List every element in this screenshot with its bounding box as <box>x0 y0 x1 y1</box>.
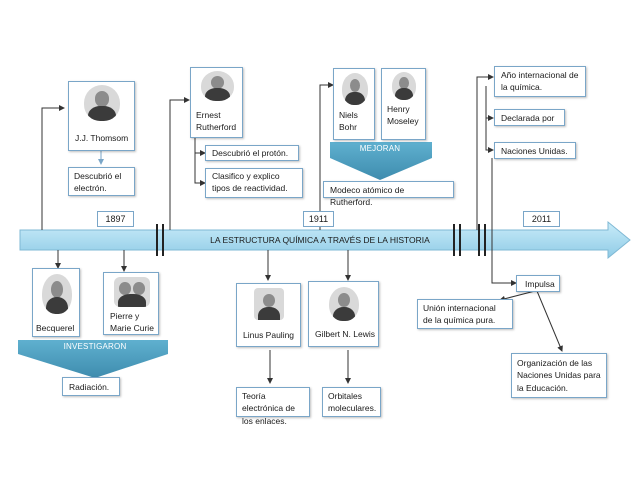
iupac-year-event: Año internacional de la química. <box>494 66 586 97</box>
bohr-card: Niels Bohr <box>333 68 375 140</box>
lewis-name: Gilbert N. Lewis <box>315 329 375 339</box>
thomson-name: J.J. Thomsom <box>75 133 129 143</box>
investigaron-label: INVESTIGARON <box>63 342 127 351</box>
timeline-title: LA ESTRUCTURA QUÍMICA A TRAVÉS DE LA HIS… <box>210 235 430 245</box>
rutherford-name: Ernest Rutherford <box>196 110 237 133</box>
becquerel-card: Becquerel <box>32 268 80 337</box>
moseley-card: Henry Moseley <box>381 68 426 140</box>
rutherford-fact-proton: Descubrió el protón. <box>205 145 299 161</box>
lewis-portrait-icon <box>329 287 359 321</box>
rutherford-portrait-icon <box>201 71 234 101</box>
mejoran-label: MEJORAN <box>359 144 401 153</box>
lewis-fact: Orbitales moleculares. <box>322 387 381 417</box>
becquerel-portrait-icon <box>42 274 72 314</box>
pauling-card: Linus Pauling <box>236 283 301 347</box>
thomson-portrait-icon <box>84 85 120 121</box>
thomson-card: J.J. Thomsom <box>68 81 135 151</box>
unesco: Organización de las Naciones Unidas para… <box>511 353 607 398</box>
declared-by: Declarada por <box>494 109 565 126</box>
curie-name: Pierre y Marie Curie <box>110 311 154 334</box>
moseley-name: Henry Moseley <box>387 104 419 127</box>
united-nations: Naciones Unidas. <box>494 142 576 159</box>
curie-card: Pierre y Marie Curie <box>103 272 159 335</box>
pauling-fact: Teoría electrónica de los enlaces. <box>236 387 310 426</box>
becquerel-name: Becquerel <box>36 323 75 333</box>
timeline-breaks <box>156 224 486 256</box>
investigaron-result: Radiación. <box>62 377 120 396</box>
impulsa-label: Impulsa <box>516 275 560 292</box>
year-2011: 2011 <box>523 211 560 227</box>
curie-portrait-icon <box>114 277 150 307</box>
year-1911: 1911 <box>303 211 334 227</box>
timeline-arrow <box>19 220 631 260</box>
rutherford-card: Ernest Rutherford <box>190 67 243 138</box>
pauling-portrait-icon <box>254 288 284 320</box>
year-1897: 1897 <box>97 211 134 227</box>
investigaron-banner <box>18 340 168 378</box>
rutherford-fact-reactivity: Clasifico y explico tipos de reactividad… <box>205 168 303 198</box>
pauling-name: Linus Pauling <box>243 330 295 340</box>
mejoran-banner <box>330 142 432 180</box>
mejoran-result: Modeco atómico de Rutherford. <box>323 181 454 207</box>
bohr-name: Niels Bohr <box>339 110 358 133</box>
lewis-card: Gilbert N. Lewis <box>308 281 379 347</box>
union-quimica-pura: Unión internacional de la química pura. <box>417 299 513 329</box>
thomson-fact: Descubrió el electrón. <box>68 167 135 196</box>
moseley-portrait-icon <box>392 72 416 100</box>
bohr-portrait-icon <box>342 73 368 105</box>
